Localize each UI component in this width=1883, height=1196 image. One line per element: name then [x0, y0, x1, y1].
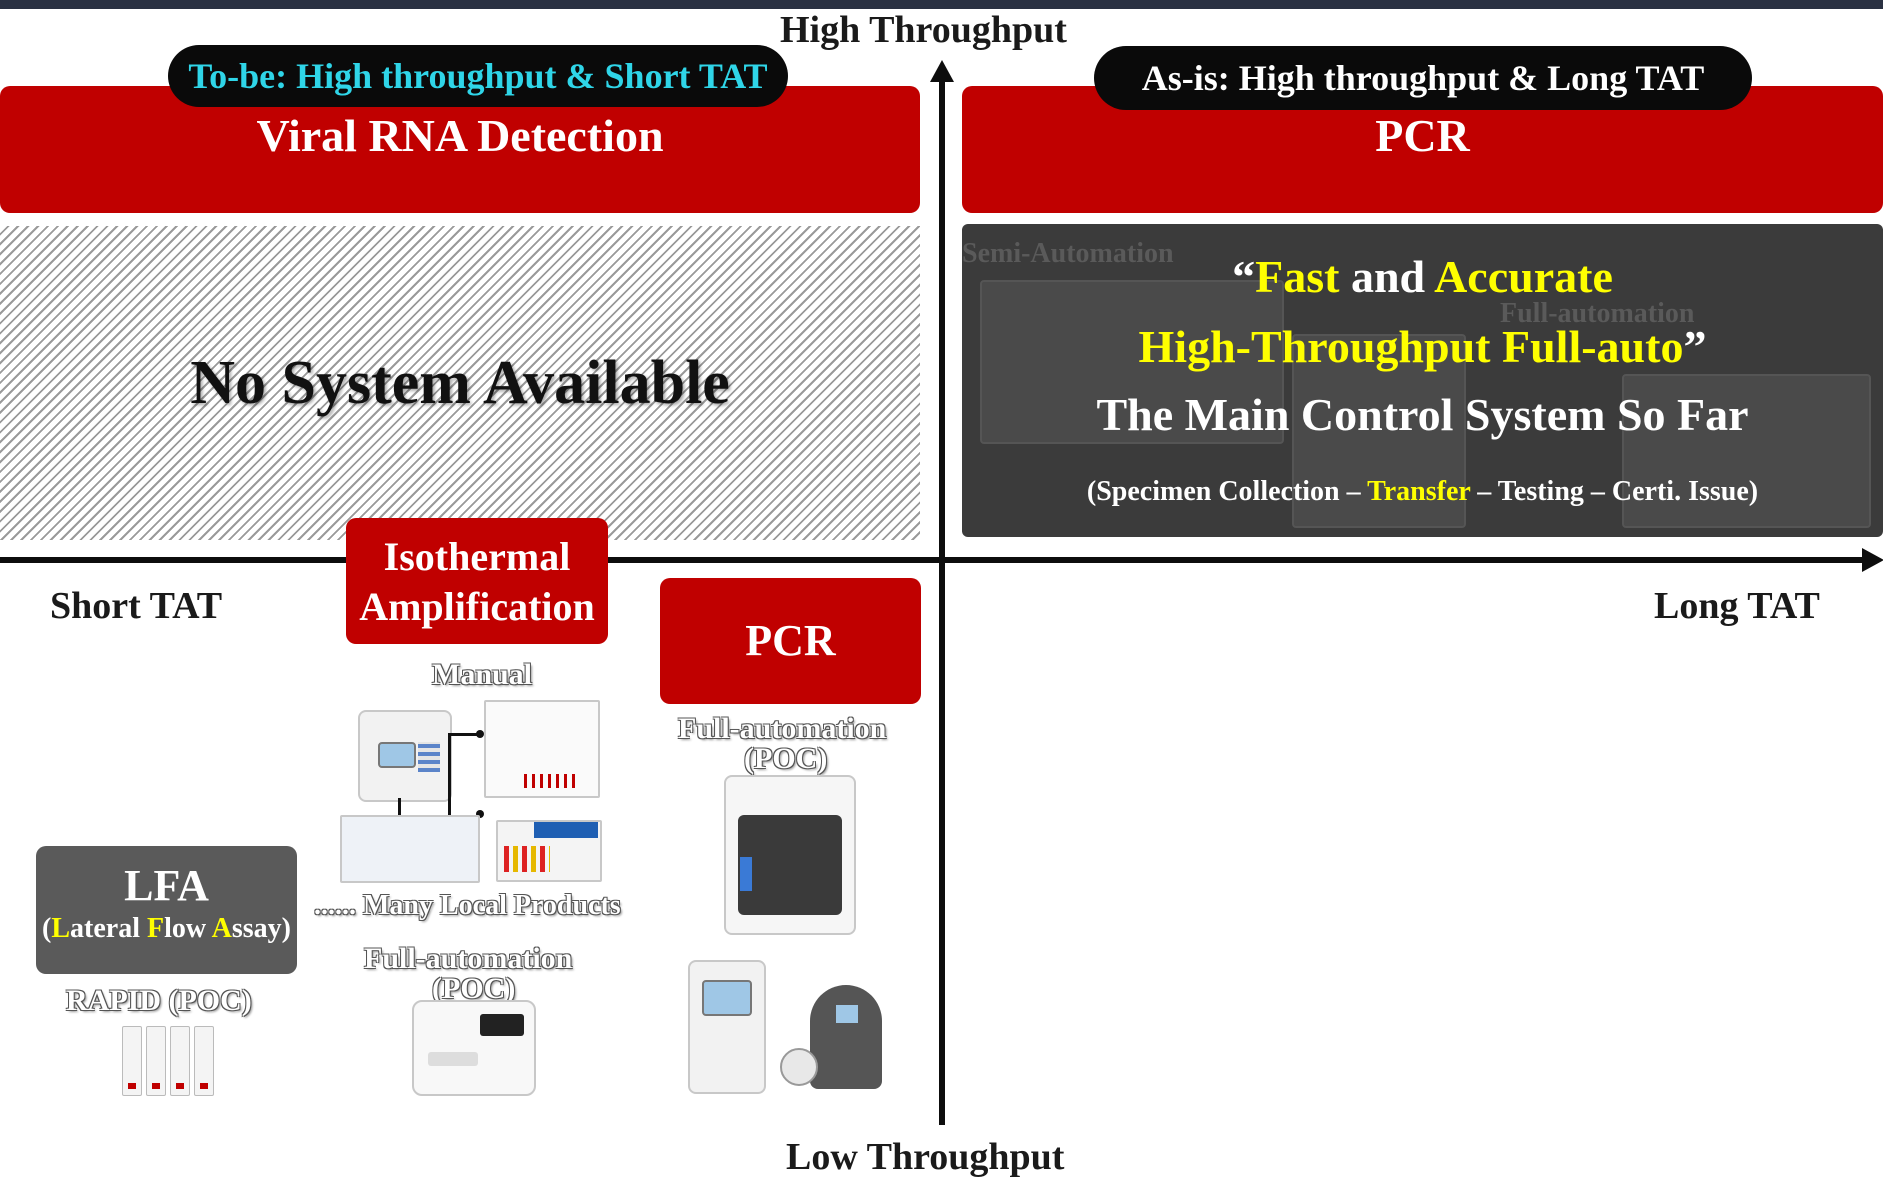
pcr-handheld-device-image: [688, 960, 766, 1094]
pcr-poc-box: PCR: [660, 578, 921, 704]
device-screen: [378, 742, 416, 768]
instrument-front-panel: [738, 815, 842, 915]
instrument-image-2: [1292, 334, 1466, 528]
axis-label-high-throughput: High Throughput: [780, 9, 1067, 51]
and-word: and: [1339, 251, 1435, 302]
reagent-pack-image: [340, 815, 480, 883]
reagent-box-label: [534, 822, 598, 838]
analyzer-display: [836, 1005, 858, 1023]
isothermal-line-2: Amplification: [359, 584, 595, 629]
lfa-ateral: ateral: [70, 913, 148, 944]
process-transfer: Transfer: [1367, 476, 1471, 507]
test-strip-image: [170, 1026, 190, 1096]
lfa-L: L: [51, 913, 71, 944]
reagent-kit-bag-image: [484, 700, 600, 798]
connector-lines: [448, 733, 479, 819]
lfa-open: (: [42, 913, 52, 944]
lfa-subtitle: (Lateral Flow Assay): [36, 913, 297, 945]
close-quote: ”: [1683, 321, 1707, 372]
full-automation-label: Full-automation: [1500, 298, 1695, 329]
lfa-F: F: [147, 913, 165, 944]
axis-label-long-tat: Long TAT: [1654, 585, 1820, 627]
hatched-empty-area: [0, 226, 920, 540]
main-control-system-line: The Main Control System So Far: [1096, 389, 1749, 440]
isothermal-poc-device-image: [412, 1000, 536, 1096]
test-strip-image: [122, 1026, 142, 1096]
horizontal-axis: [0, 557, 1870, 563]
pcr-full-automation-label: Full-automation: [678, 712, 887, 745]
pcr-compact-analyzer-image: [810, 985, 882, 1089]
semi-automation-label: Semi-Automation: [962, 238, 1174, 269]
axis-label-low-throughput: Low Throughput: [786, 1136, 1065, 1178]
top-bar: [0, 0, 1883, 9]
lfa-title: LFA: [124, 861, 209, 910]
semi-automation-instrument-image: [980, 280, 1284, 444]
viral-rna-detection-header: Viral RNA Detection: [0, 86, 920, 213]
connector-dot-2: [476, 810, 484, 818]
process-rest: – Testing – Certi. Issue): [1470, 476, 1759, 507]
arrow-right-icon: [1862, 548, 1883, 572]
connector-dot-1: [476, 730, 484, 738]
many-local-products-label: ...... Many Local Products: [314, 890, 621, 921]
isothermal-manual-device-image: [358, 710, 452, 802]
to-be-pill: To-be: High throughput & Short TAT: [168, 45, 788, 107]
reagent-tubes: [524, 774, 576, 788]
manual-label: Manual: [432, 658, 533, 691]
poc-device-display: [480, 1014, 524, 1036]
full-automation-instrument-image: [1622, 374, 1871, 528]
axis-label-short-tat: Short TAT: [50, 585, 223, 627]
rapid-poc-label: RAPID (POC): [66, 984, 252, 1017]
sample-disc-image: [780, 1048, 818, 1086]
pcr-summary-panel: Semi-Automation Full-automation “Fast an…: [962, 224, 1883, 537]
arrow-up-icon: [930, 60, 954, 82]
instrument-cartridge: [740, 857, 752, 891]
iso-full-automation-label: Full-automation: [364, 942, 573, 975]
as-is-pill: As-is: High throughput & Long TAT: [1094, 46, 1752, 110]
isothermal-line-1: Isothermal: [383, 534, 571, 579]
lfa-low: low: [164, 913, 212, 944]
open-quote: “: [1232, 251, 1256, 302]
lfa-box: LFA (Lateral Flow Assay): [36, 846, 297, 974]
poc-device-slot: [428, 1052, 478, 1066]
process-steps-line: (Specimen Collection – Transfer – Testin…: [962, 476, 1883, 508]
iso-poc-label: (POC): [432, 972, 516, 1005]
lfa-ssay: ssay): [231, 913, 291, 944]
handheld-screen: [702, 980, 752, 1016]
reagent-vials: [504, 846, 550, 872]
pcr-poc-label: (POC): [744, 742, 828, 775]
quote-line-2: High-Throughput Full-auto”: [962, 320, 1883, 373]
accurate-word: Accurate: [1434, 251, 1613, 302]
test-strip-image: [146, 1026, 166, 1096]
high-throughput-full-auto: High-Throughput Full-auto: [1138, 321, 1684, 372]
isothermal-amplification-box: Isothermal Amplification: [346, 518, 608, 644]
test-strip-image: [194, 1026, 214, 1096]
device-keypad: [418, 742, 440, 772]
lfa-A: A: [211, 913, 232, 944]
process-open: (Specimen Collection –: [1086, 476, 1368, 507]
reagent-box-image: [496, 820, 602, 882]
pcr-poc-instrument-image: [724, 775, 856, 935]
fast-word: Fast: [1255, 251, 1340, 302]
vertical-axis: [939, 70, 945, 1125]
no-system-available-label: No System Available: [190, 348, 730, 417]
quote-line-1: “Fast and Accurate: [962, 250, 1883, 303]
